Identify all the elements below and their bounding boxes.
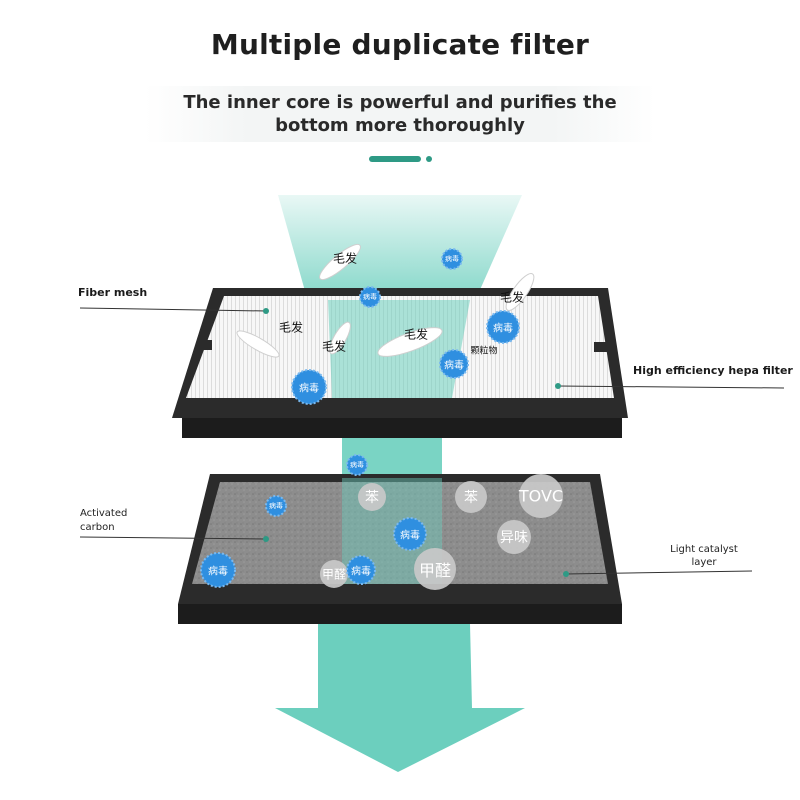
virus-particle [441,248,463,270]
accent-dot [426,156,432,162]
hepa-base [182,418,622,438]
virus-label: 病毒 [269,502,283,510]
hepa-clip-left [198,340,212,350]
virus-particle [346,555,376,585]
virus-label: 病毒 [363,293,377,301]
virus-particle [359,286,381,308]
feather-2 [505,273,535,311]
virus-label: 病毒 [445,255,459,263]
hair-tag: 毛发 [321,339,347,354]
accent-bar [369,156,421,162]
feather-4 [329,321,351,355]
subtitle-line-1: The inner core is powerful and purifies … [183,92,617,113]
virus-label: 病毒 [350,461,364,469]
pollutant-bubble [414,548,456,590]
hepa-clip-right [594,342,608,352]
light-catalyst-label-line-1: Light catalyst [670,544,738,555]
pollutant-label: 甲醛 [418,561,452,580]
hepa-label: High efficiency hepa filter [633,364,793,377]
page-title: Multiple duplicate filter [210,28,590,61]
activated-carbon-label-line-1: Activated [80,508,128,519]
hair-tag: 毛发 [403,327,429,342]
pollutant-bubble [320,560,348,588]
hair-tag: 毛发 [332,251,358,266]
feather-5 [377,327,443,357]
hair-tag: 毛发 [278,320,304,335]
pollutant-label: TOVC [518,486,564,506]
feather-3 [236,330,280,358]
hair-tag: 毛发 [499,290,525,305]
virus-label: 病毒 [299,383,319,395]
fiber-mesh-leader [79,307,267,312]
subtitle: The inner core is powerful and purifies … [150,91,650,137]
virus-particle [200,552,236,588]
pollutant-label: 苯 [365,490,379,506]
catalyst-leader [565,570,753,575]
virus-particle [265,495,287,517]
feather-1 [319,243,361,281]
activated-carbon-label-line-2: carbon [80,522,115,533]
hepa-leader [557,385,785,389]
pollutant-bubble [497,520,531,554]
virus-particle [393,517,427,551]
virus-label: 病毒 [208,566,228,578]
pollutant-label: 甲醛 [321,567,347,582]
light-catalyst-label: Light catalyst layer [664,543,744,569]
hepa-dot [555,383,561,389]
pollutant-bubble [455,481,487,513]
virus-label: 病毒 [444,360,464,372]
light-catalyst-label-line-2: layer [691,557,717,568]
pollutant-label: 异味 [500,530,528,546]
catalyst-dot [563,571,569,577]
carbon-base [178,604,622,624]
activated-carbon-label: Activated carbon [80,507,127,535]
fiber-mesh-dot [263,308,269,314]
carbon-leader [79,536,267,540]
carbon-dot [263,536,269,542]
virus-particle [346,454,368,476]
virus-particle [439,349,469,379]
airflow-arrow [275,624,525,772]
virus-particle [291,369,327,405]
virus-particle [486,310,520,344]
pollutant-label: 苯 [464,490,478,506]
fiber-mesh-label: Fiber mesh [78,286,148,299]
subtitle-line-2: bottom more thoroughly [275,115,525,136]
virus-label: 病毒 [400,530,420,542]
virus-label: 病毒 [351,566,371,578]
pollutant-bubble [358,483,386,511]
pollutant-bubble [519,474,563,518]
particle-tag: 颗粒物 [470,346,498,357]
subtitle-background [145,86,655,142]
virus-label: 病毒 [493,323,513,335]
